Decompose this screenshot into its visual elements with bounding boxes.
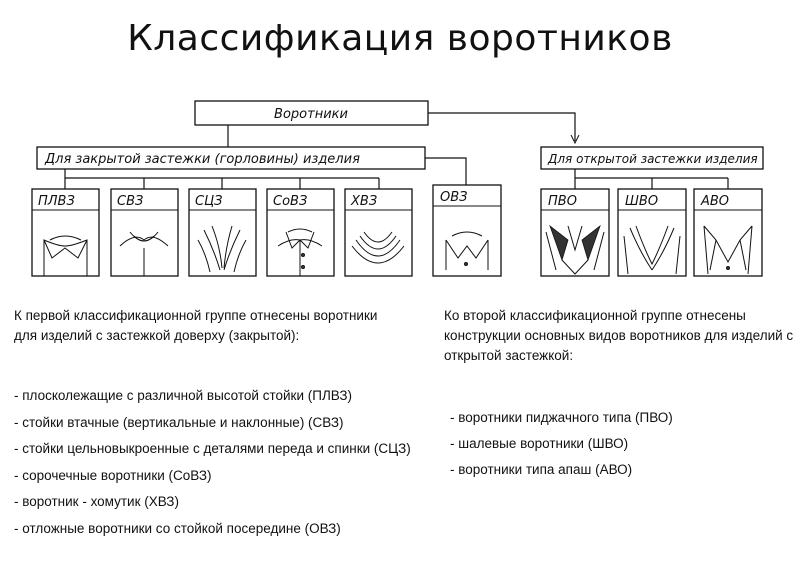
classification-diagram: Воротники Для закрытой застежки (горлови…	[31, 100, 764, 277]
type-box-plvz: ПЛВЗ	[31, 188, 100, 277]
type-box-pvo: ПВО	[540, 188, 610, 277]
list-item: - плосколежащие с различной высотой стой…	[14, 388, 353, 403]
type-label-shvo: ШВО	[625, 194, 658, 209]
type-label-pvo: ПВО	[548, 194, 577, 209]
connector-root-open	[428, 112, 576, 141]
root-label: Воротники	[274, 107, 348, 122]
left-intro-line: К первой классификационной группе отнесе…	[14, 308, 378, 323]
list-item: - воротник - хомутик (ХВЗ)	[14, 494, 179, 509]
type-label-scz: СЦЗ	[195, 194, 223, 209]
right-intro-line: Ко второй классификационной группе отнес…	[444, 308, 746, 323]
list-item: - шалевые воротники (ШВО)	[450, 436, 629, 451]
list-item: - воротники типа апаш (АВО)	[450, 462, 633, 477]
right-intro-line: конструкции основных видов воротников дл…	[444, 328, 794, 343]
root-box	[194, 100, 429, 126]
type-box-sovz: СоВЗ	[266, 188, 335, 277]
open-group-box	[540, 146, 764, 170]
type-label-hvz: ХВЗ	[350, 194, 377, 209]
left-intro-line: для изделий с застежкой доверху (закрыто…	[14, 328, 300, 343]
right-list: - воротники пиджачного типа (ПВО) - шале…	[450, 405, 790, 483]
type-box-shvo: ШВО	[617, 188, 687, 277]
type-box-avo: АВО	[693, 188, 763, 277]
list-item: - отложные воротники со стойкой посереди…	[14, 520, 341, 536]
type-label-avo: АВО	[700, 194, 729, 209]
type-label-plvz: ПЛВЗ	[38, 194, 75, 209]
list-item: - воротники пиджачного типа (ПВО)	[450, 410, 673, 425]
connector-ovz	[425, 157, 467, 185]
left-intro: К первой классификационной группе отнесе…	[14, 306, 414, 346]
type-label-ovz: ОВЗ	[440, 190, 468, 205]
type-box-scz: СЦЗ	[188, 188, 257, 277]
right-intro: Ко второй классификационной группе отнес…	[444, 306, 794, 366]
right-intro-line: открытой застежкой:	[444, 348, 574, 363]
page-title: Классификация воротников	[127, 18, 673, 59]
closed-group-label: Для закрытой застежки (горловины) издели…	[44, 152, 360, 167]
type-box-ovz: ОВЗ	[432, 184, 502, 277]
list-item: - сорочечные воротники (СоВЗ)	[14, 467, 212, 483]
type-box-svz: СВЗ	[110, 188, 179, 277]
type-box-hvz: ХВЗ	[344, 188, 413, 277]
left-list: - плосколежащие с различной высотой стой…	[14, 383, 434, 542]
open-group-label: Для открытой застежки изделия	[547, 152, 758, 166]
list-item: - стойки цельновыкроенные с деталями пер…	[14, 441, 411, 456]
arrow-head-open	[570, 134, 580, 145]
type-label-svz: СВЗ	[117, 194, 143, 209]
type-label-sovz: СоВЗ	[273, 194, 307, 209]
list-item: - стойки втачные (вертикальные и наклонн…	[14, 414, 344, 430]
